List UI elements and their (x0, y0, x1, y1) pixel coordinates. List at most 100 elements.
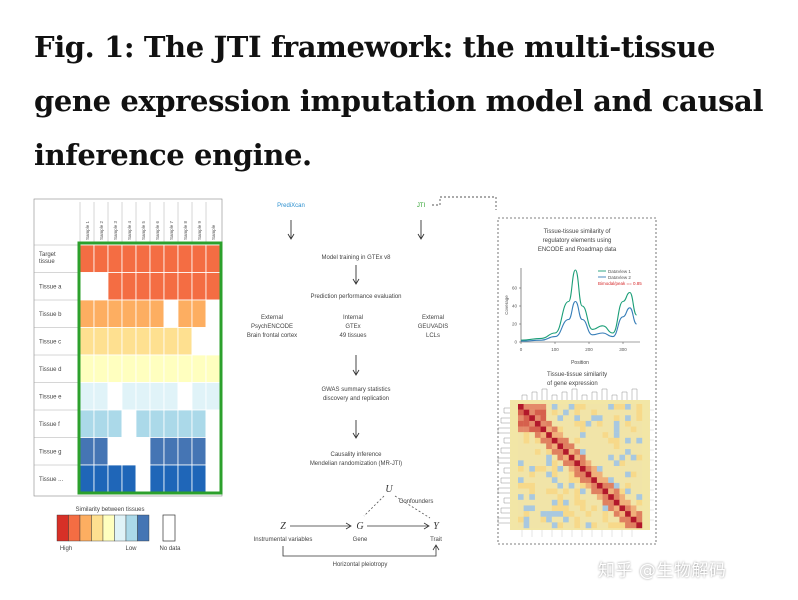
matrix-cell (574, 516, 581, 523)
matrix-cell (523, 454, 530, 461)
matrix-cell (563, 516, 569, 523)
chart-x-label: Position (571, 360, 589, 366)
heatmap-cell (149, 464, 165, 493)
matrix-cell (557, 471, 564, 478)
matrix-cell (557, 488, 564, 495)
heatmap-cell (149, 244, 165, 273)
matrix-cell (619, 432, 626, 439)
matrix-cell (636, 415, 643, 422)
matrix-cell (546, 511, 553, 517)
matrix-cell (613, 516, 620, 523)
matrix-cell (608, 494, 615, 501)
legend-swatch (79, 514, 92, 542)
matrix-cell (636, 505, 643, 512)
matrix-cell (557, 432, 564, 439)
matrix-cell (574, 432, 581, 439)
matrix-cell (585, 488, 592, 495)
matrix-cell (619, 466, 626, 472)
matrix-cell (551, 466, 558, 472)
matrix-cell (568, 415, 575, 422)
matrix-cell (608, 449, 615, 455)
matrix-cell (602, 477, 609, 484)
series-line-2 (520, 300, 637, 342)
matrix-cell (596, 499, 603, 506)
matrix-cell (563, 494, 569, 501)
matrix-cell (585, 499, 592, 506)
matrix-cell (568, 426, 575, 433)
legend-swatch (102, 514, 115, 542)
matrix-cell (596, 522, 603, 529)
matrix-cell (568, 420, 575, 427)
matrix-cell (551, 460, 558, 467)
matrix-cell (596, 454, 603, 461)
matrix-cell (518, 466, 524, 472)
legend-swatches (56, 514, 150, 542)
matrix-cell (568, 516, 575, 523)
matrix-cell (608, 516, 615, 523)
matrix-cell (523, 460, 530, 467)
matrix-cell (546, 449, 553, 455)
matrix-cell (580, 449, 586, 455)
matrix-cell (574, 499, 581, 506)
matrix-cell (574, 505, 581, 512)
matrix-cell (551, 499, 558, 506)
matrix-cell (602, 415, 609, 422)
matrix-cell (636, 426, 643, 433)
matrix-cell (523, 477, 530, 484)
matrix-cell (630, 499, 637, 506)
matrix-cell (534, 409, 541, 416)
matrix-cell (580, 522, 586, 529)
matrix-cell (580, 443, 586, 450)
matrix-cell (602, 511, 609, 517)
dendrogram-branch (611, 394, 618, 400)
matrix-cell (568, 511, 575, 517)
matrix-cell (591, 499, 598, 506)
matrix-cell (534, 488, 541, 495)
heatmap-cell (93, 299, 109, 328)
heatmap-cell (93, 382, 109, 411)
matrix-cell (523, 505, 530, 512)
heatmap-cell (205, 437, 221, 466)
matrix-cell (613, 522, 620, 529)
matrix-cell (518, 499, 524, 506)
legend-swatch (137, 514, 150, 542)
matrix-cell (585, 494, 592, 501)
matrix-cell (551, 505, 558, 512)
matrix-cell (568, 494, 575, 501)
matrix-cell (630, 488, 637, 495)
panel-c-similarity: Tissue-tissue similarity of regulatory e… (497, 217, 657, 545)
matrix-cell (574, 494, 581, 501)
heatmap-cell (177, 382, 193, 411)
matrix-cell (557, 460, 564, 467)
matrix-cell (625, 505, 631, 512)
matrix-cell (613, 460, 620, 467)
matrix-cell (630, 437, 637, 444)
matrix-cell (591, 482, 598, 489)
dendrogram-branch (503, 497, 510, 504)
matrix-cell (613, 511, 620, 517)
matrix-cell (568, 477, 575, 484)
matrix-cell (518, 437, 524, 444)
matrix-cell (563, 443, 569, 450)
matrix-cell (591, 516, 598, 523)
matrix-cell (602, 437, 609, 444)
matrix-cell (585, 505, 592, 512)
dag-iv-label: Instrumental variables (254, 537, 313, 543)
matrix-cell (596, 505, 603, 512)
x-tick-label: 100 (551, 347, 559, 352)
matrix-cell (636, 404, 643, 410)
matrix-cell (529, 460, 536, 467)
matrix-cell (591, 420, 598, 427)
heatmap-cell (177, 299, 193, 328)
matrix-cell (546, 482, 553, 489)
matrix-cell (596, 420, 603, 427)
matrix-cell (596, 488, 603, 495)
row-label: Tissue g (39, 449, 61, 455)
heatmap-cell (163, 437, 179, 466)
matrix-cell (529, 443, 536, 450)
matrix-cell (574, 437, 581, 444)
heatmap-cell (149, 299, 165, 328)
heatmap-cell (163, 272, 179, 301)
x-tick-label: 300 (619, 347, 627, 352)
matrix-cell (568, 471, 575, 478)
